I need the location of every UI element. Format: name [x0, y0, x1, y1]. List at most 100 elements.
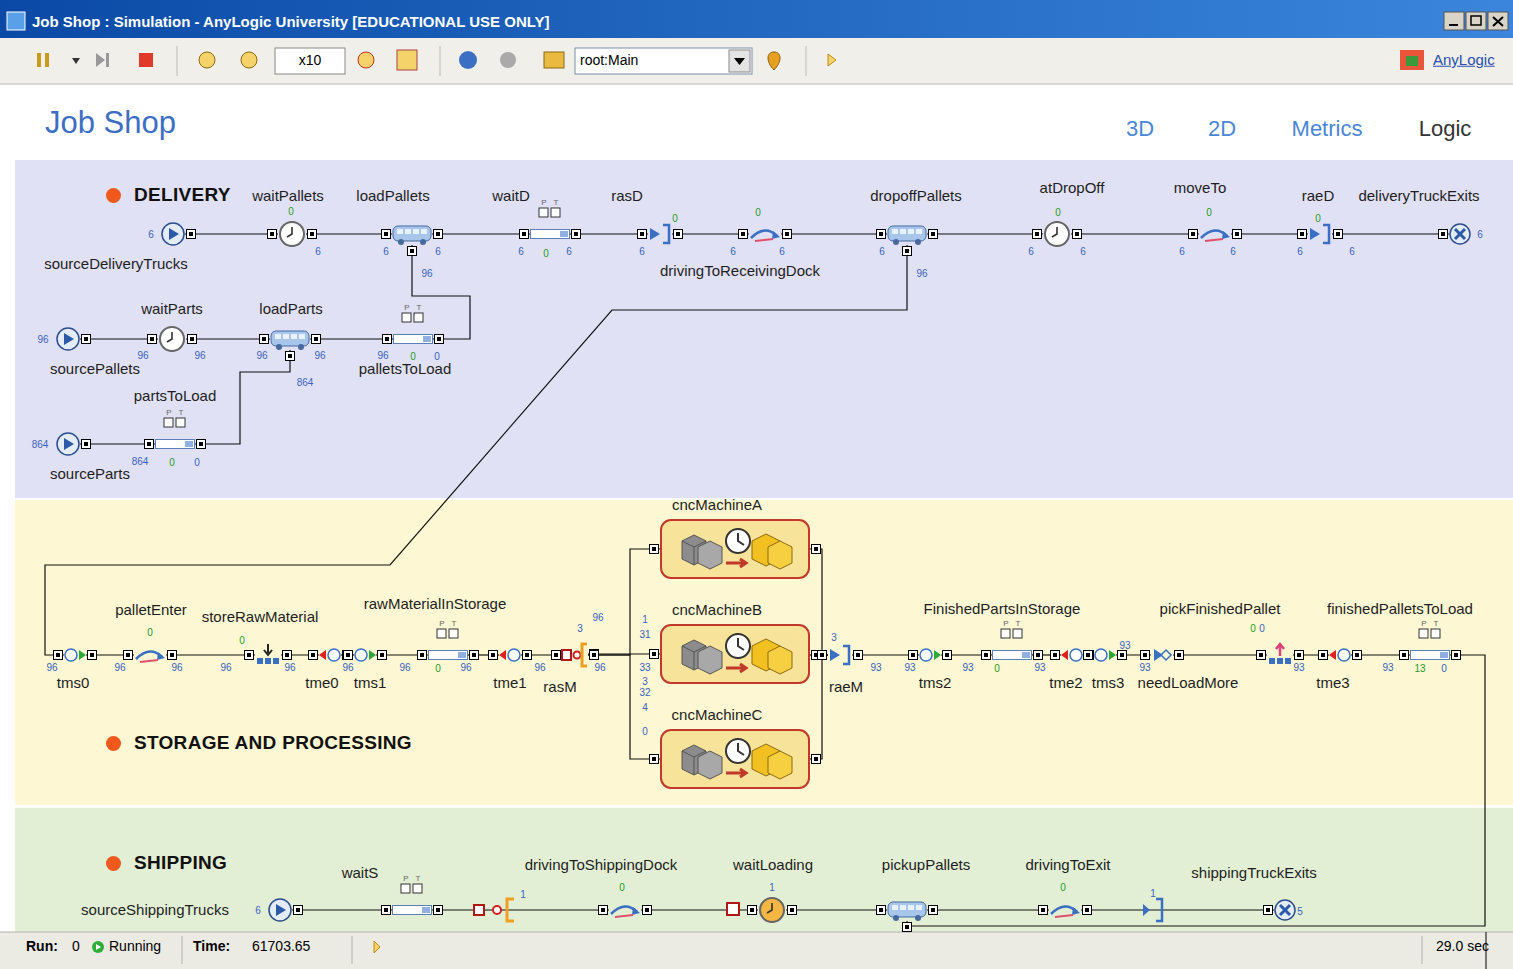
rel-block: raeD [1308, 222, 1332, 246]
toolbar-field: root:Main [580, 53, 638, 68]
block-name: drivingToShippingDock [525, 857, 678, 874]
rel-block: rasD [648, 222, 672, 246]
pick-block: pickFinishedPallet [1267, 644, 1293, 666]
port [1334, 230, 1343, 239]
count-number: 96 [220, 662, 231, 673]
port [294, 906, 303, 915]
connector [432, 233, 530, 234]
count-number: 0 [543, 248, 549, 259]
connector [570, 233, 648, 234]
band-heading: DELIVERY [134, 185, 231, 206]
cnc-icon [660, 729, 810, 789]
port [638, 230, 647, 239]
src-block: sourceShippingTrucks [268, 898, 292, 922]
count-number: 0 [288, 206, 294, 217]
toolbar-field: x10 [299, 53, 322, 68]
count-number: 96 [37, 334, 48, 345]
queue-block: waitS [392, 903, 432, 917]
connector [412, 245, 470, 339]
count-number: 0 [194, 457, 200, 468]
port [1085, 651, 1094, 660]
cnc-block: cncMachineB [660, 624, 810, 684]
block-name: finishedPalletsToLoad [1327, 601, 1473, 618]
port [1175, 651, 1184, 660]
move-block: moveTo [1199, 224, 1231, 244]
status-text: Run: [26, 939, 58, 954]
port [854, 651, 863, 660]
rel-icon [828, 643, 852, 667]
count-number: 0 [672, 213, 678, 224]
port [378, 651, 387, 660]
connector [166, 654, 255, 655]
block-name: partsToLoad [134, 388, 217, 405]
count-number: 93 [962, 662, 973, 673]
move-block: drivingToShippingDock [609, 900, 641, 920]
stat-letter: T [179, 409, 184, 418]
move-block: drivingToReceivingDock [749, 224, 781, 244]
queue-icon [392, 903, 432, 917]
queue-icon [1410, 648, 1450, 662]
count-number: 0 [1060, 882, 1066, 893]
heading-dot [106, 188, 121, 203]
swimlane-band: DELIVERYsourceDeliveryTruckswaitPalletsl… [15, 160, 1513, 498]
block-name: rasM [543, 679, 576, 696]
tms-icon [64, 645, 86, 665]
count-number: 3 [831, 632, 837, 643]
block-name: cncMachineA [672, 497, 762, 514]
count-number: 3 [577, 623, 583, 634]
connector [786, 909, 887, 910]
status-text: 61703.65 [252, 939, 310, 954]
port [590, 650, 599, 659]
port [268, 230, 277, 239]
count-number: 0 [410, 351, 416, 362]
port [54, 651, 63, 660]
bus-icon [270, 328, 310, 350]
count-number: 93 [1293, 662, 1304, 673]
cnc-block: cncMachineC [660, 729, 810, 789]
connector [810, 655, 828, 759]
count-number: 0 [239, 635, 245, 646]
port [929, 906, 938, 915]
cnc-block: cncMachineA [660, 519, 810, 579]
port [943, 651, 952, 660]
port [643, 906, 652, 915]
port [650, 755, 659, 764]
stat-letter: P [439, 620, 444, 629]
src-block: sourceDeliveryTrucks [161, 222, 185, 246]
count-number: 6 [435, 246, 441, 257]
block-name: raeD [1302, 188, 1335, 205]
count-number: 6 [1179, 246, 1185, 257]
port [783, 230, 792, 239]
count-number: 6 [1028, 246, 1034, 257]
port [812, 545, 821, 554]
count-number: 6 [639, 246, 645, 257]
block-name: waitD [492, 188, 530, 205]
port [650, 650, 659, 659]
block-name: sourceParts [50, 466, 130, 483]
view-tab: Metrics [1292, 117, 1363, 141]
port [286, 352, 295, 361]
band-heading: STORAGE AND PROCESSING [134, 733, 412, 754]
page-title: Job Shop [45, 106, 176, 140]
queue-icon [992, 648, 1032, 662]
port [1264, 906, 1273, 915]
store-icon [255, 644, 281, 666]
cnc-icon [660, 624, 810, 684]
tms-icon [354, 645, 376, 665]
count-number: 0 [994, 663, 1000, 674]
count-number: 0 [434, 351, 440, 362]
status-text: Running [109, 939, 161, 954]
port [877, 906, 886, 915]
delay-block: waitPallets [278, 220, 306, 248]
select-icon [1151, 645, 1173, 665]
src-icon [56, 327, 80, 351]
sink-icon [1274, 899, 1296, 921]
count-number: 6 [383, 246, 389, 257]
delay-block: atDropOff [1043, 220, 1071, 248]
connector [927, 909, 1049, 910]
port [1452, 651, 1461, 660]
src-icon [161, 222, 185, 246]
block-name: raeM [829, 679, 863, 696]
block-name: palletsToLoad [359, 361, 452, 378]
port [344, 651, 353, 660]
